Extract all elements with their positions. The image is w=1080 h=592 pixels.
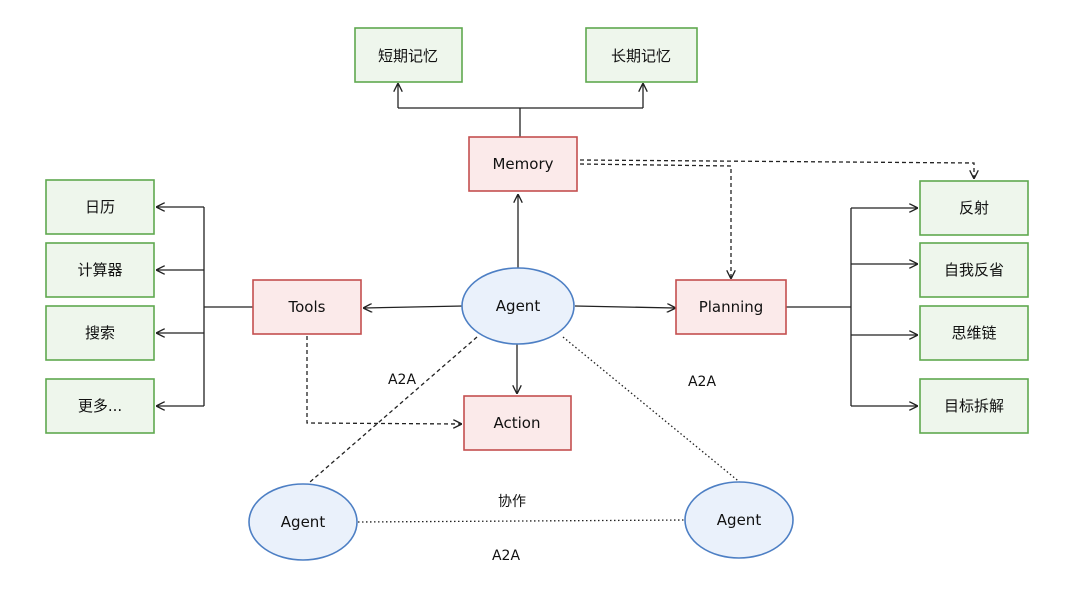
node-calendar-label: 日历	[85, 198, 115, 216]
node-tools	[252, 279, 362, 335]
node-agent-left-label: Agent	[281, 513, 326, 531]
node-self-reflection-label: 自我反省	[944, 261, 1004, 279]
node-agent-right-label: Agent	[717, 511, 762, 529]
node-memory-label: Memory	[492, 155, 553, 173]
node-agent-left	[248, 483, 358, 561]
node-search	[45, 305, 155, 361]
node-long-memory-label: 长期记忆	[611, 47, 671, 65]
node-chain-of-thought	[919, 305, 1029, 361]
node-agent-right	[684, 481, 794, 559]
edge-agent-tools	[364, 306, 464, 308]
node-action-label: Action	[494, 414, 541, 432]
node-reflection	[919, 180, 1029, 236]
edge-memory-planning	[579, 163, 731, 278]
edge-tools-action	[306, 336, 461, 424]
edge-agent-left-a2a	[309, 336, 478, 483]
edge-label-collaboration: 协作	[498, 494, 526, 510]
node-goal-decomposition-label: 目标拆解	[944, 397, 1004, 415]
node-planning	[675, 279, 787, 335]
node-chain-of-thought-label: 思维链	[951, 324, 996, 342]
node-short-memory	[354, 27, 463, 83]
node-calculator	[45, 242, 155, 298]
node-short-memory-label: 短期记忆	[378, 47, 438, 65]
edge-agents-bottom	[357, 519, 688, 523]
node-more	[45, 378, 155, 434]
node-action	[463, 395, 572, 451]
node-calculator-label: 计算器	[77, 261, 122, 279]
node-planning-label: Planning	[699, 298, 764, 316]
edge-label-a2a-right: A2A	[688, 374, 716, 390]
node-reflection-label: 反射	[959, 199, 989, 217]
node-more-label: 更多...	[78, 397, 122, 415]
node-calendar	[45, 179, 155, 235]
edge-memory-reflection	[579, 159, 974, 178]
edge-tools-bus	[203, 207, 253, 406]
node-search-label: 搜索	[85, 324, 115, 342]
node-tools-label: Tools	[288, 298, 326, 316]
edge-planning-bus	[786, 208, 852, 406]
node-long-memory	[585, 27, 698, 83]
node-agent-center	[461, 267, 575, 345]
edge-label-a2a-left: A2A	[388, 372, 416, 388]
edge-agent-right-a2a	[562, 336, 743, 485]
node-self-reflection	[919, 242, 1029, 298]
edge-agent-planning	[574, 306, 675, 308]
edge-label-a2a-bottom: A2A	[492, 548, 520, 564]
node-goal-decomposition	[919, 378, 1029, 434]
node-agent-center-label: Agent	[496, 297, 541, 315]
node-memory	[468, 136, 578, 192]
